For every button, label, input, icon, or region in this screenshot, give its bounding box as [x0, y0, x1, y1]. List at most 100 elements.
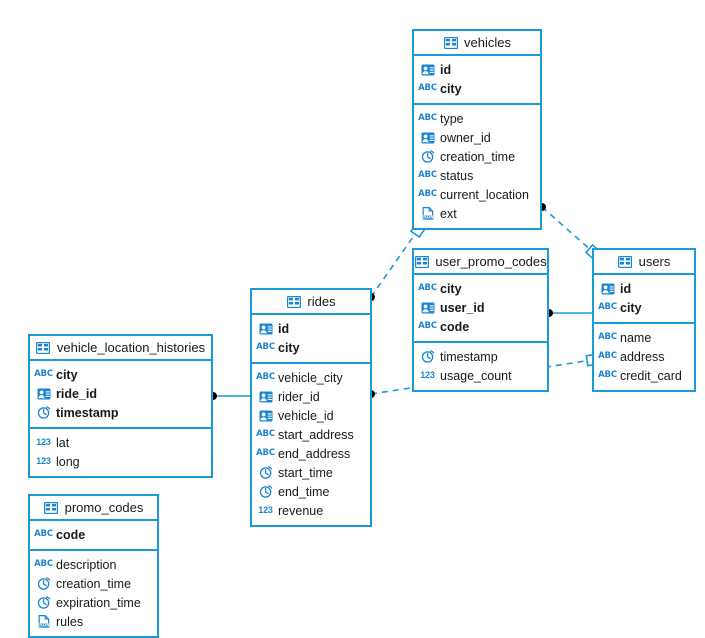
field-label: city — [278, 340, 300, 355]
field-label: start_time — [278, 465, 333, 480]
field-label: type — [440, 111, 464, 126]
id-card-icon — [258, 409, 273, 423]
primary-key-row[interactable]: user_id — [414, 298, 547, 317]
abc-text-icon: ABC — [598, 370, 617, 381]
field-label: user_id — [440, 300, 485, 315]
clock-icon — [258, 485, 273, 499]
column-row[interactable]: owner_id — [414, 128, 540, 147]
table-title: rides — [307, 294, 336, 309]
id-card-icon — [258, 390, 273, 404]
table-title: promo_codes — [64, 500, 144, 515]
field-label: description — [56, 557, 117, 572]
svg-text:JSON: JSON — [421, 215, 434, 220]
field-label: start_address — [278, 427, 354, 442]
column-row[interactable]: creation_time — [30, 574, 157, 593]
column-row[interactable]: rider_id — [252, 387, 370, 406]
table-grid-icon — [286, 295, 301, 309]
field-label: vehicle_id — [278, 408, 334, 423]
field-label: lat — [56, 435, 70, 450]
field-label: city — [56, 367, 78, 382]
relationship-user-promo-codes-to-users[interactable] — [545, 309, 592, 317]
table-header-users[interactable]: users — [594, 250, 694, 275]
table-header-vehicle_location_histories[interactable]: vehicle_location_histories — [30, 336, 211, 361]
column-row[interactable]: timestamp — [414, 347, 547, 366]
abc-text-icon: ABC — [418, 321, 437, 332]
field-label: ride_id — [56, 386, 97, 401]
table-header-vehicles[interactable]: vehicles — [414, 31, 540, 56]
primary-key-row[interactable]: id — [252, 319, 370, 338]
abc-text-icon: ABC — [418, 189, 437, 200]
field-label: credit_card — [620, 368, 682, 383]
abc-text-icon: ABC — [418, 283, 437, 294]
primary-key-row[interactable]: timestamp — [30, 403, 211, 422]
primary-key-row[interactable]: ride_id — [30, 384, 211, 403]
relationship-vehicle-location-histories-to-rides[interactable] — [209, 392, 250, 400]
table-title: users — [638, 254, 671, 269]
column-row[interactable]: start_time — [252, 463, 370, 482]
column-row[interactable]: expiration_time — [30, 593, 157, 612]
field-label: end_time — [278, 484, 330, 499]
json-file-icon: JSON — [36, 615, 51, 629]
abc-text-icon: ABC — [34, 559, 53, 570]
field-label: rider_id — [278, 389, 320, 404]
column-row[interactable]: vehicle_id — [252, 406, 370, 425]
table-header-rides[interactable]: rides — [252, 290, 370, 315]
field-label: address — [620, 349, 665, 364]
field-label: current_location — [440, 187, 529, 202]
primary-key-row[interactable]: id — [414, 60, 540, 79]
column-row[interactable]: creation_time — [414, 147, 540, 166]
json-file-icon: JSON — [420, 207, 435, 221]
abc-text-icon: ABC — [598, 302, 617, 313]
abc-text-icon: ABC — [256, 429, 275, 440]
field-label: id — [278, 321, 290, 336]
table-title: user_promo_codes — [435, 254, 547, 269]
id-card-icon — [36, 387, 51, 401]
table-header-user_promo_codes[interactable]: user_promo_codes — [414, 250, 547, 275]
field-label: ext — [440, 206, 457, 221]
table-header-promo_codes[interactable]: promo_codes — [30, 496, 157, 521]
table-title: vehicles — [464, 35, 511, 50]
primary-key-row[interactable]: id — [594, 279, 694, 298]
abc-text-icon: ABC — [598, 351, 617, 362]
column-row[interactable]: JSON ext — [414, 204, 540, 223]
numeric-123-icon: 123 — [258, 505, 273, 515]
field-label: vehicle_city — [278, 370, 343, 385]
column-row[interactable]: end_time — [252, 482, 370, 501]
